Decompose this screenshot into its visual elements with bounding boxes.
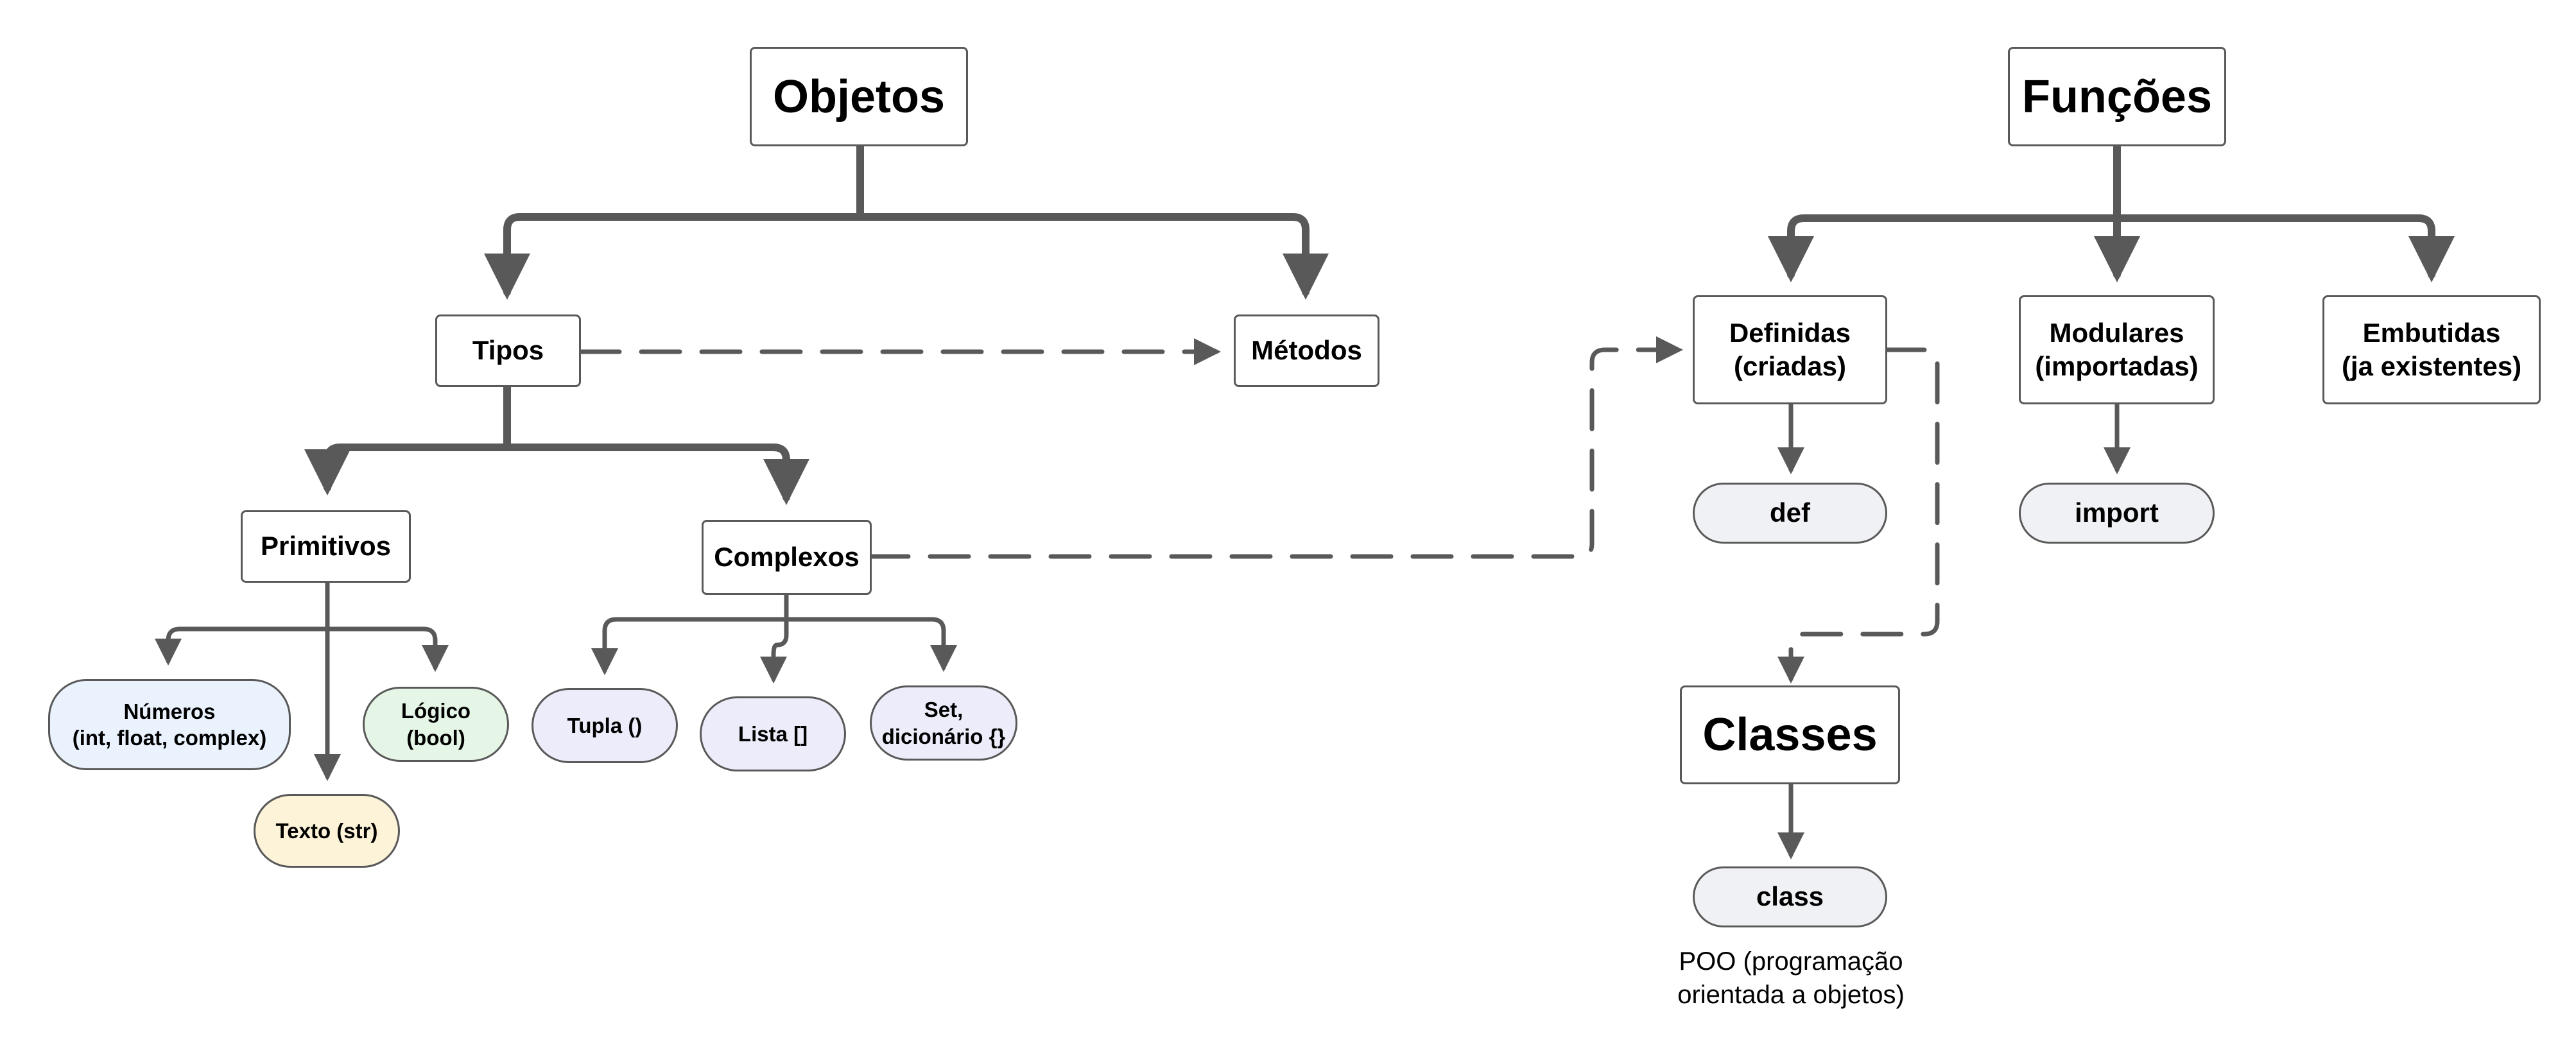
node-logico: Lógico (bool) [363,687,509,762]
edge-funcoes-definidas [1768,142,2121,282]
edge-complexos-definidas-dashed [867,336,1683,559]
node-complexos: Complexos [702,520,872,595]
node-tupla: Tupla () [532,688,678,763]
node-tipos: Tipos [435,314,581,387]
edge-funcoes-embutidas [2113,214,2455,282]
node-set-dicionario-label: Set, dicionário {} [881,698,1006,748]
node-import: import [2019,483,2215,544]
edge-objetos-tipos [484,142,864,300]
node-definidas: Definidas (criadas) [1693,295,1887,404]
node-def-label: def [1770,497,1810,528]
edge-complexos-tupla [591,591,789,675]
node-lista: Lista [] [700,696,846,771]
node-texto: Texto (str) [254,794,400,868]
node-numeros: Números (int, float, complex) [48,679,291,770]
node-set-dicionario: Set, dicionário {} [870,685,1017,761]
edge-definidas-classes-dashed [1777,347,1940,684]
poo-note: POO (programação orientada a objetos) [1677,947,1905,1009]
node-embutidas-label: Embutidas (ja existentes) [2341,317,2522,382]
edge-complexos-lista [760,617,789,684]
node-metodos: Métodos [1234,314,1379,387]
edge-tipos-complexos [503,443,809,505]
node-objetos-label: Objetos [772,71,946,123]
node-logico-label: Lógico (bool) [401,699,471,750]
node-lista-label: Lista [] [738,721,808,746]
node-objetos: Objetos [750,47,968,146]
node-numeros-label: Números (int, float, complex) [72,699,267,750]
node-classes: Classes [1680,685,1900,784]
edge-primitivos-logico [325,626,449,672]
node-funcoes-label: Funções [2021,71,2213,123]
node-class-label: class [1756,881,1824,912]
edge-objetos-metodos [856,213,1329,300]
node-metodos-label: Métodos [1251,335,1362,366]
node-definidas-label: Definidas (criadas) [1729,317,1851,382]
node-tupla-label: Tupla () [567,713,643,737]
node-primitivos-label: Primitivos [260,531,392,562]
node-modulares-label: Modulares (importadas) [2035,317,2199,382]
node-texto-label: Texto (str) [275,818,378,843]
node-primitivos: Primitivos [241,510,411,583]
edge-complexos-set [784,617,957,672]
node-modulares: Modulares (importadas) [2019,295,2215,404]
node-funcoes: Funções [2008,47,2226,146]
node-import-label: import [2075,497,2159,528]
node-classes-label: Classes [1702,709,1878,761]
node-tipos-label: Tipos [472,335,544,366]
edge-tipos-primitivos [304,383,511,495]
edge-primitivos-numeros [155,578,330,666]
node-complexos-label: Complexos [714,542,860,573]
node-class: class [1693,866,1887,927]
node-embutidas: Embutidas (ja existentes) [2322,295,2541,404]
node-def: def [1693,483,1887,544]
